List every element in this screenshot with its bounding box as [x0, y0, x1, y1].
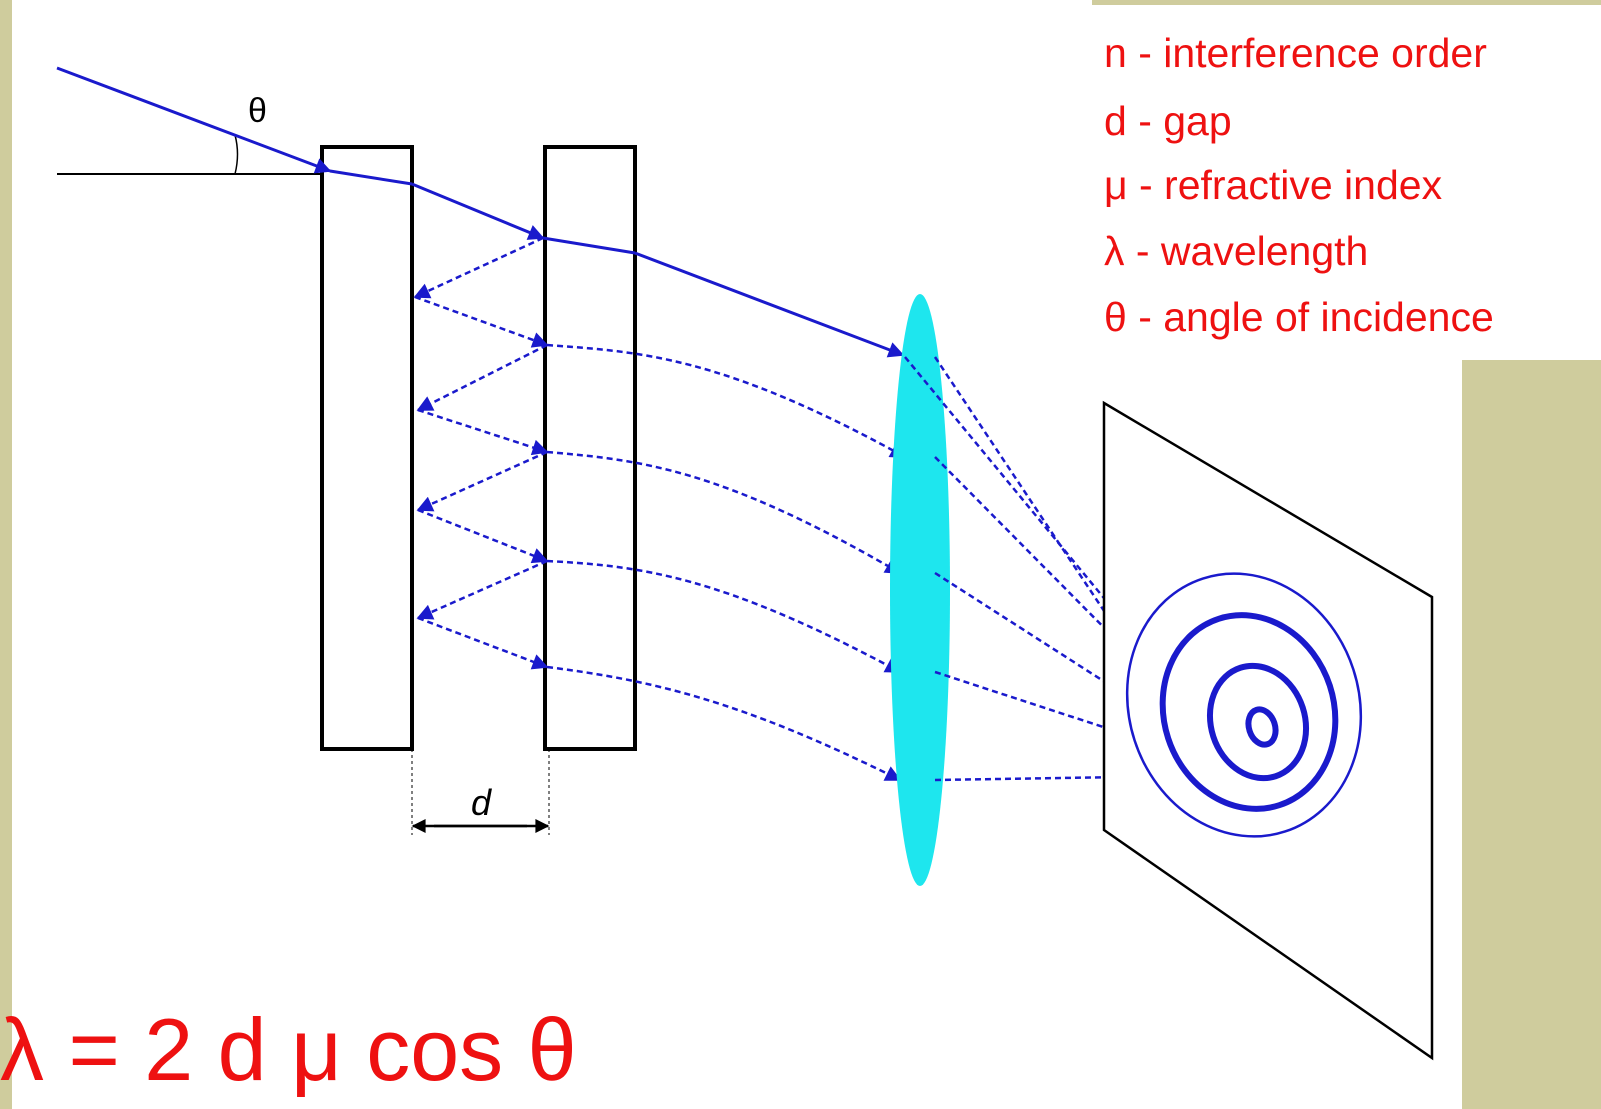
ring-2 — [1206, 662, 1310, 782]
gap-dimension — [411, 749, 550, 835]
incident-ray — [56, 66, 332, 174]
internal-reflections — [413, 236, 549, 670]
legend-item-wavelength: λ - wavelength — [1104, 228, 1369, 274]
gap-d-label: d — [471, 782, 492, 823]
legend-item-angle-of-incidence: θ - angle of incidence — [1104, 294, 1494, 340]
transmitted-rays — [546, 343, 907, 782]
ring-3 — [1159, 612, 1339, 812]
formula: λ = 2 d μ cos θ — [0, 1000, 577, 1099]
first-mirror-plate — [320, 145, 414, 751]
ring-center — [1245, 706, 1279, 748]
ring-outer — [1125, 572, 1363, 838]
second-mirror-plate — [543, 145, 637, 751]
ray-through-first-plate — [329, 169, 413, 186]
lens-icon — [890, 294, 950, 886]
screen-icon — [1102, 400, 1434, 1061]
legend-item-gap: d - gap — [1104, 98, 1232, 144]
legend-item-refractive-index: μ - refractive index — [1104, 162, 1443, 208]
ray-across-gap — [411, 182, 545, 240]
transmitted-ray-1 — [634, 251, 905, 358]
angle-theta-label: θ — [248, 92, 267, 130]
legend-item-interference-order: n - interference order — [1104, 30, 1487, 76]
ray-through-second-plate — [542, 236, 636, 255]
angle-arc — [234, 134, 239, 175]
interference-rings-icon — [1125, 572, 1363, 838]
